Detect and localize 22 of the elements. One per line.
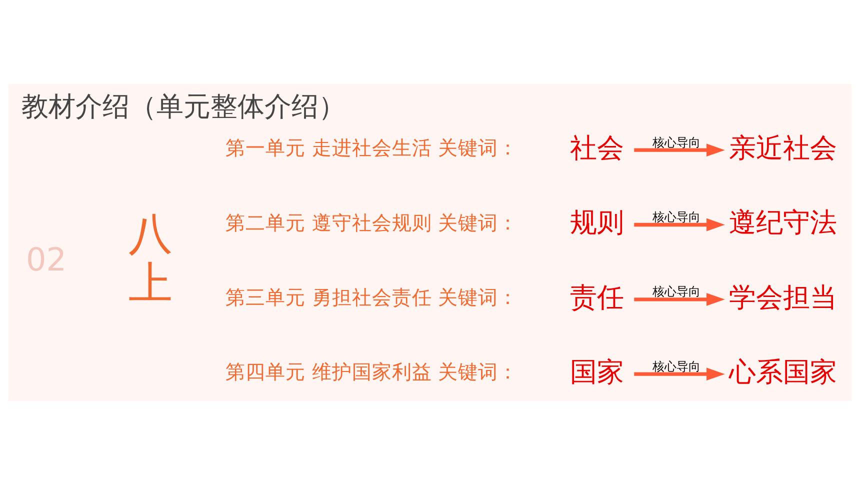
node-text: 责任 bbox=[570, 282, 624, 313]
node-text: 规则 bbox=[570, 207, 624, 238]
diagram-title: 教材介绍（单元整体介绍） bbox=[21, 90, 346, 122]
node-text: 社会 bbox=[570, 132, 624, 164]
node-text: 学会担当 bbox=[729, 282, 838, 313]
arrow bbox=[634, 143, 725, 156]
edge-label: 核心导向 bbox=[652, 210, 701, 224]
arrow bbox=[634, 292, 725, 306]
label: 八上 bbox=[128, 208, 172, 308]
arrow bbox=[634, 218, 725, 231]
label: 第三单元 勇担社会责任 关键词： bbox=[226, 286, 518, 309]
label: 第四单元 维护国家利益 关键词： bbox=[226, 360, 518, 384]
node-text: 心系国家 bbox=[729, 356, 838, 388]
edge-label: 核心导向 bbox=[652, 134, 701, 149]
node-text: 国家 bbox=[570, 356, 624, 388]
arrow bbox=[634, 367, 725, 380]
label: 第一单元 走进社会生活 关键词： bbox=[226, 136, 518, 160]
edge-label: 核心导向 bbox=[652, 358, 701, 373]
node-text: 遵纪守法 bbox=[729, 207, 838, 238]
label: 第二单元 遵守社会规则 关键词： bbox=[226, 210, 518, 234]
node-text: 亲近社会 bbox=[729, 132, 838, 164]
edge-label: 核心导向 bbox=[652, 284, 701, 298]
